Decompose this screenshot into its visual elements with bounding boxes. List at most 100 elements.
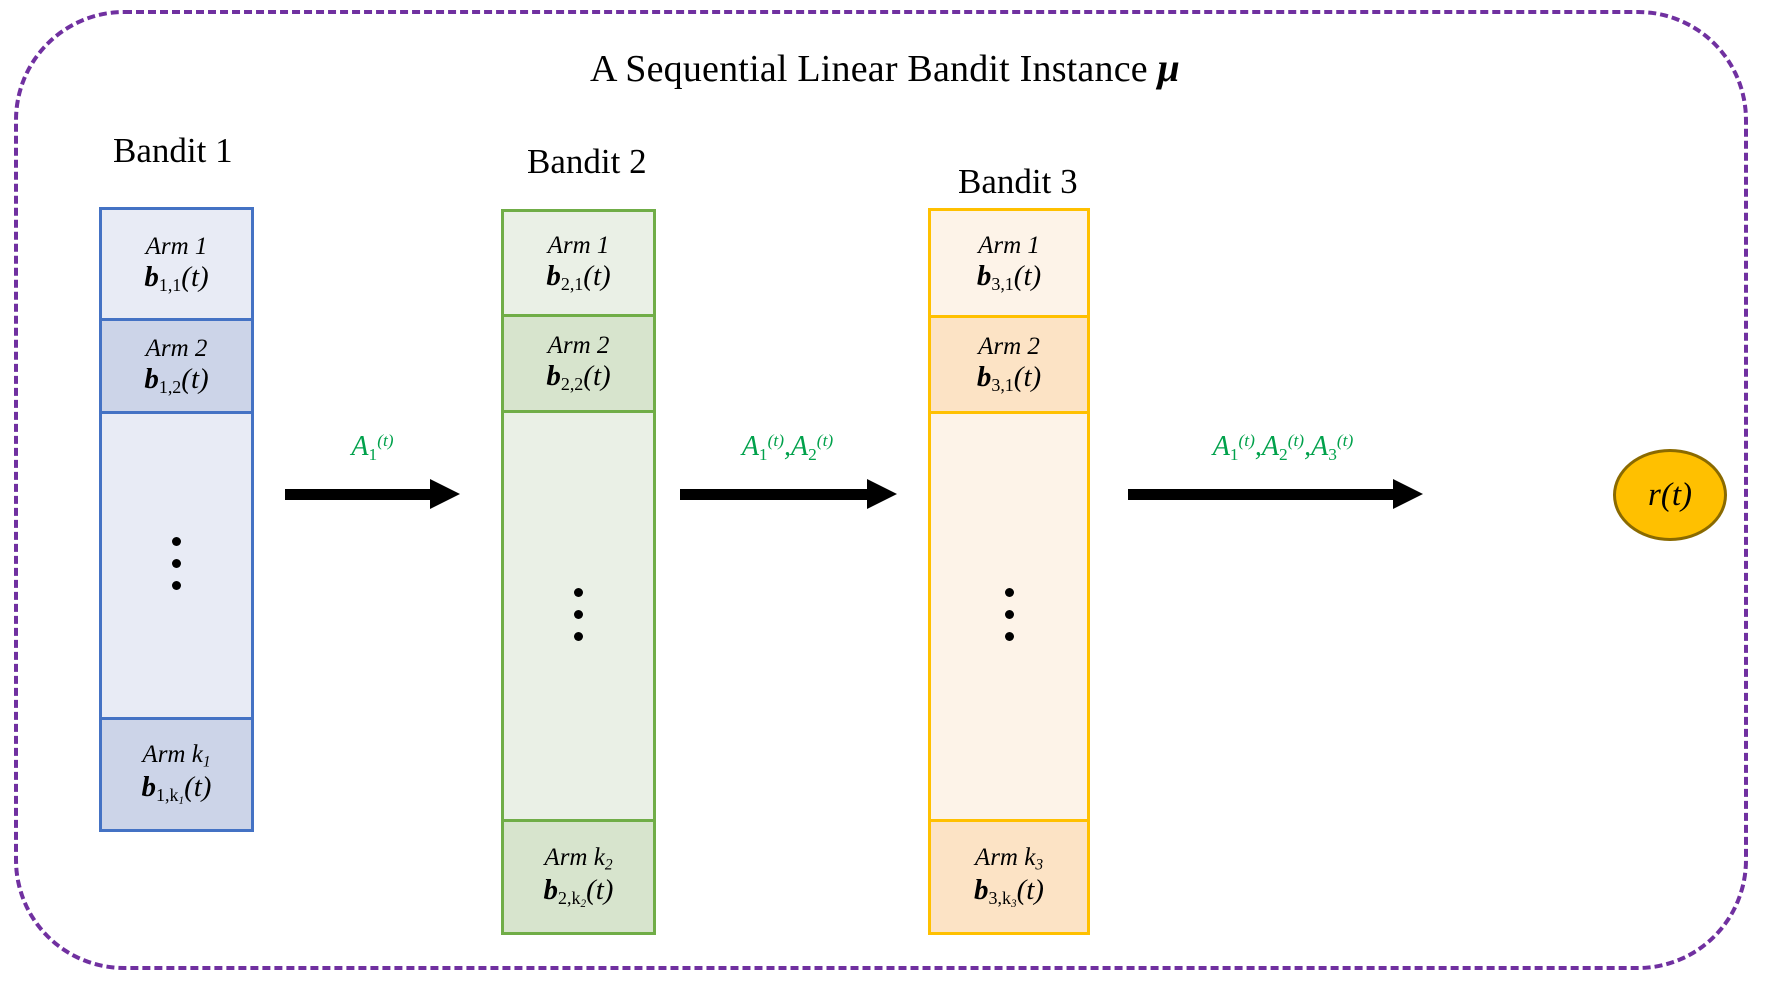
vector-argument: (t) (181, 260, 209, 293)
arm-label-subscript: 2 (604, 856, 613, 874)
bandit-3-ellipsis-cell (928, 414, 1090, 822)
action-superscript: (t) (767, 431, 784, 450)
bandit-2-header: Bandit 2 (527, 142, 647, 181)
vector-symbol: b (976, 361, 992, 394)
bandit-2-arm-2-cell[interactable]: Arm 2 b2,2(t) (501, 317, 656, 413)
instance-symbol-mu: μ (1157, 45, 1180, 90)
arrow-shaft (1128, 489, 1396, 500)
bandit-1-arm-k-cell[interactable]: Arm k1 b1,k1(t) (99, 720, 254, 832)
vector-symbol: b (546, 360, 561, 393)
arm-label-text: Arm 2 (547, 332, 610, 360)
arrow-head-icon (1393, 479, 1423, 509)
vector-symbol: b (144, 362, 159, 395)
vector-symbol: b (144, 260, 159, 293)
bandit-2-arm-k-cell[interactable]: Arm k2 b2,k2(t) (501, 822, 656, 935)
bandit-3-header: Bandit 3 (958, 162, 1078, 201)
bandit-2-arm-1-vector: b2,1(t) (546, 260, 610, 294)
action-symbol: A (351, 431, 369, 463)
action-separator: , (784, 431, 791, 463)
bandit-2-arm-k-label: Arm k2 (544, 844, 612, 874)
action-superscript: (t) (1336, 431, 1354, 450)
bandit-1-arm-2-cell[interactable]: Arm 2 b1,2(t) (99, 321, 254, 414)
action-separator: , (1304, 431, 1312, 463)
bandit-1-arm-1-label: Arm 1 (146, 233, 208, 261)
vector-subscript: 2,2 (560, 374, 584, 395)
bandit-3-arm-2-cell[interactable]: Arm 2 b3,1(t) (928, 318, 1090, 414)
vector-argument: (t) (1016, 873, 1044, 906)
vector-symbol: b (141, 771, 157, 804)
arm-label-subscript: 3 (1035, 856, 1044, 874)
arrow-bandit3-to-reward: A1(t),A2(t),A3(t) (1128, 431, 1428, 509)
vector-subscript-index: 3 (1011, 897, 1017, 910)
bandit-3-arm-2-label: Arm 2 (978, 333, 1040, 361)
bandit-3-arm-k-vector: b3,k3(t) (974, 874, 1044, 911)
arrow-shaft (680, 489, 870, 500)
bandit-1-column: Arm 1 b1,1(t) Arm 2 b1,2(t) Arm k1 (99, 207, 254, 832)
arrow-bandit2-to-bandit3: A1(t),A2(t) (680, 431, 897, 509)
arm-label-text: Arm 2 (145, 334, 208, 362)
vector-subscript-index: 2 (580, 897, 587, 910)
arm-label-text: Arm 2 (978, 333, 1040, 361)
bandit-2-ellipsis-cell (501, 413, 656, 822)
vector-symbol: b (543, 873, 559, 906)
bandit-1-ellipsis-cell (99, 414, 254, 720)
vertical-ellipsis-icon (172, 524, 181, 603)
bandit-1-arm-1-vector: b1,1(t) (144, 261, 208, 295)
bandit-3-arm-k-label: Arm k3 (975, 844, 1043, 874)
vector-subscript-index: 1 (178, 795, 185, 808)
vector-subscript: 1,1 (158, 274, 182, 295)
reward-node[interactable]: r(t) (1613, 449, 1727, 541)
arrow-head-icon (430, 479, 460, 509)
bandit-3-column: Arm 1 b3,1(t) Arm 2 b3,1(t) Arm k3 (928, 208, 1090, 935)
vector-argument: (t) (583, 259, 611, 292)
bandit-3-arm-k-cell[interactable]: Arm k3 b3,k3(t) (928, 822, 1090, 935)
arrow-1-label: A1(t) (265, 431, 480, 465)
arm-label-text: Arm k (974, 843, 1036, 871)
vector-symbol: b (546, 259, 561, 292)
bandit-2-arm-1-label: Arm 1 (548, 232, 610, 260)
vertical-ellipsis-icon (1004, 575, 1014, 654)
action-symbol: A (1261, 431, 1280, 463)
bandit-1-arm-1-cell[interactable]: Arm 1 b1,1(t) (99, 207, 254, 321)
vector-subscript: 1,k (156, 785, 179, 806)
vector-argument: (t) (586, 873, 614, 906)
vector-subscript: 2,1 (560, 273, 584, 294)
action-subscript: 3 (1328, 444, 1337, 464)
reward-label: r(t) (1648, 476, 1692, 513)
bandit-1-arm-2-vector: b1,2(t) (144, 363, 208, 397)
bandit-2-arm-1-cell[interactable]: Arm 1 b2,1(t) (501, 209, 656, 317)
vector-symbol: b (976, 259, 992, 292)
vector-argument: (t) (184, 771, 212, 804)
arm-label-text: Arm 1 (978, 231, 1040, 259)
action-subscript: 2 (1279, 444, 1288, 464)
action-subscript: 1 (1229, 444, 1239, 464)
bandit-3-arm-2-vector: b3,1(t) (977, 361, 1041, 395)
vector-subscript: 3,1 (991, 375, 1014, 396)
vector-argument: (t) (1013, 259, 1042, 292)
bandit-1-arm-2-label: Arm 2 (146, 335, 208, 363)
action-separator: , (1254, 431, 1262, 463)
bandit-2-arm-k-vector: b2,k2(t) (544, 874, 614, 911)
vector-subscript: 3,k (988, 887, 1012, 908)
bandit-2-arm-2-vector: b2,2(t) (546, 360, 610, 394)
bandit-3-arm-1-label: Arm 1 (978, 232, 1040, 260)
bandit-3-arm-1-vector: b3,1(t) (977, 260, 1041, 294)
action-symbol: A (791, 431, 809, 463)
arm-label-text: Arm 1 (547, 231, 610, 259)
vector-argument: (t) (583, 360, 611, 393)
arrow-shaft (285, 489, 433, 500)
action-superscript: (t) (1287, 431, 1305, 450)
bandit-1-arm-k-label: Arm k1 (142, 741, 210, 771)
vector-subscript: 1,2 (158, 376, 182, 397)
arm-label-text: Arm k (544, 843, 605, 871)
vector-argument: (t) (181, 362, 209, 395)
action-symbol: A (1212, 431, 1230, 463)
bandit-3-arm-1-cell[interactable]: Arm 1 b3,1(t) (928, 208, 1090, 318)
arm-label-text: Arm k (142, 741, 203, 769)
arm-label-subscript: 1 (202, 753, 211, 771)
arrow-3-label: A1(t),A2(t),A3(t) (1138, 431, 1428, 465)
page-title-text: A Sequential Linear Bandit Instance (590, 48, 1158, 90)
arrow-bandit1-to-bandit2: A1(t) (285, 431, 460, 509)
action-subscript: 2 (808, 444, 817, 464)
arrow-2-label: A1(t),A2(t) (670, 431, 905, 465)
